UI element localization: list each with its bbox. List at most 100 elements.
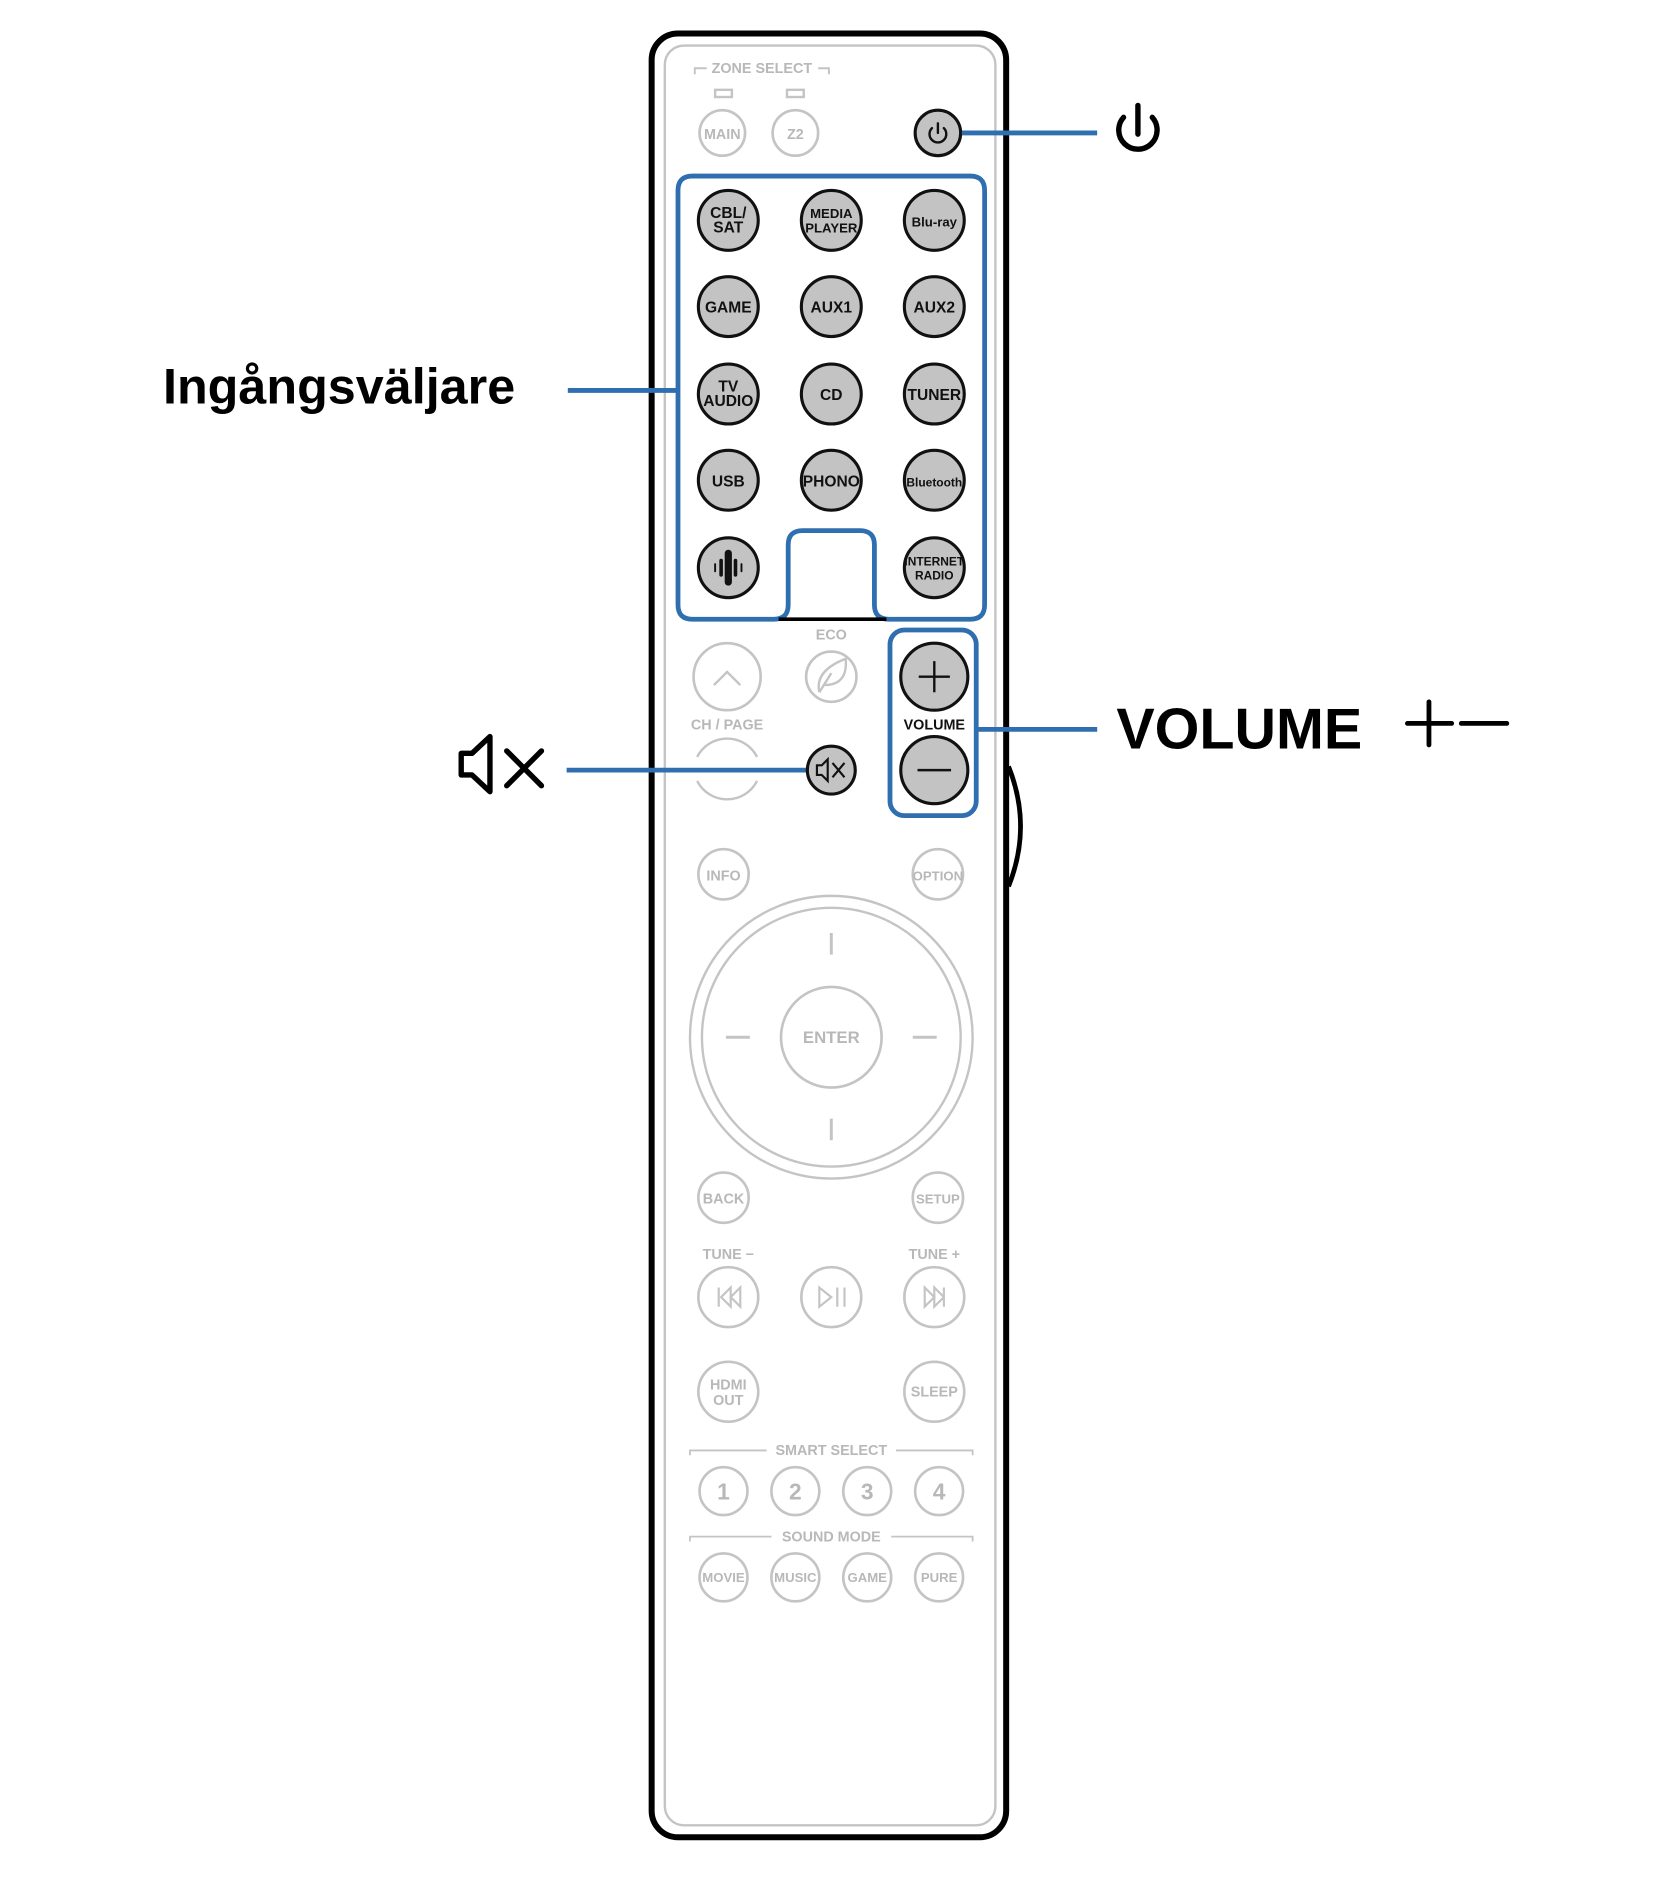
side-button	[1006, 765, 1023, 888]
volume-down-button[interactable]	[899, 735, 970, 806]
volume-highlight	[887, 627, 979, 819]
heos-label: HEOS	[727, 567, 731, 569]
input-button-label: GAME	[705, 300, 752, 317]
tune-plus-label: TUNE +	[909, 1247, 960, 1263]
d-pad[interactable]	[688, 894, 974, 1180]
sleep-button[interactable]: SLEEP	[903, 1360, 966, 1423]
next-icon	[923, 1284, 946, 1310]
mute-button[interactable]	[805, 744, 857, 796]
svg-text:GAME: GAME	[847, 1570, 887, 1585]
input-button-label: AUDIO	[703, 393, 753, 410]
svg-text:MUSIC: MUSIC	[774, 1570, 817, 1585]
plus-icon	[918, 661, 950, 693]
smart-select-button-4[interactable]: 4	[913, 1465, 965, 1517]
input-button-aux2[interactable]: AUX2	[902, 275, 966, 339]
heos-icon	[714, 549, 743, 586]
sound-mode-buttons: MOVIE MUSIC GAME PURE	[698, 1552, 965, 1603]
smart-select-button-1[interactable]: 1	[698, 1465, 749, 1517]
chevron-up-icon	[713, 670, 742, 686]
input-button-cd[interactable]: CD	[799, 362, 863, 426]
ch-page-label: CH / PAGE	[691, 717, 764, 733]
zone-select: ZONE SELECT	[693, 61, 830, 99]
input-button-label: TV	[718, 379, 739, 396]
play-pause-icon	[818, 1285, 846, 1309]
svg-text:HDMI: HDMI	[710, 1377, 747, 1393]
input-button-label: USB	[712, 473, 745, 490]
setup-button[interactable]: SETUP	[911, 1171, 965, 1225]
svg-text:OUT: OUT	[713, 1393, 744, 1409]
z2-indicator	[785, 88, 805, 99]
svg-text:OPTION: OPTION	[913, 868, 963, 883]
volume-callout-symbols	[1405, 699, 1510, 748]
volume-up-button[interactable]	[899, 641, 970, 712]
input-button-label: TUNER	[908, 387, 962, 404]
svg-text:BACK: BACK	[703, 1192, 745, 1208]
enter-button[interactable]: ENTER	[779, 985, 883, 1089]
input-button-aux1[interactable]: AUX1	[799, 275, 863, 339]
sound-mode-button-pure[interactable]: PURE	[913, 1552, 965, 1603]
smart-select-button-3[interactable]: 3	[841, 1465, 893, 1517]
svg-text:4: 4	[933, 1479, 946, 1505]
zone-select-label: ZONE SELECT	[712, 61, 813, 77]
z2-button[interactable]: Z2	[771, 108, 820, 158]
info-button[interactable]: INFO	[697, 847, 750, 901]
volume-label: VOLUME	[904, 717, 966, 733]
next-button[interactable]	[903, 1265, 966, 1329]
input-button-label: PLAYER	[805, 220, 858, 235]
svg-text:ENTER: ENTER	[803, 1028, 860, 1047]
svg-text:2: 2	[789, 1479, 802, 1505]
input-button-label: RADIO	[915, 569, 954, 583]
sound-mode-label: SOUND MODE	[782, 1529, 881, 1545]
input-button-game[interactable]: GAME	[696, 275, 760, 339]
svg-text:Z2: Z2	[787, 127, 804, 143]
input-selector-highlight	[675, 173, 988, 622]
svg-text:SETUP: SETUP	[916, 1192, 960, 1207]
option-button[interactable]: OPTION	[911, 847, 965, 901]
input-button-tuner[interactable]: TUNER	[902, 362, 966, 426]
input-button-phono[interactable]: PHONO	[799, 448, 863, 512]
svg-text:INFO: INFO	[706, 868, 740, 884]
input-button-label: CD	[820, 387, 842, 404]
eco-button[interactable]	[804, 650, 858, 704]
sound-mode-button-movie[interactable]: MOVIE	[698, 1552, 749, 1603]
main-button[interactable]: MAIN	[698, 108, 747, 158]
svg-text:MOVIE: MOVIE	[702, 1570, 745, 1585]
power-button[interactable]	[913, 108, 963, 158]
smart-select-button-2[interactable]: 2	[770, 1465, 821, 1517]
input-button-blu-ray[interactable]: Blu-ray	[902, 188, 966, 252]
smart-select-label: SMART SELECT	[775, 1443, 887, 1459]
mute-callout-icon	[458, 733, 545, 795]
tune-minus-label: TUNE −	[703, 1247, 754, 1263]
sound-mode-bracket	[689, 1535, 974, 1542]
smart-select-buttons: 1 2 3 4	[698, 1465, 965, 1517]
input-button-label: AUX1	[811, 300, 853, 317]
previous-button[interactable]	[697, 1265, 760, 1329]
input-button-label: INTERNET	[904, 554, 965, 568]
mute-icon	[815, 756, 846, 784]
back-button[interactable]: BACK	[697, 1171, 750, 1225]
sound-mode-button-music[interactable]: MUSIC	[770, 1552, 821, 1603]
play-pause-button[interactable]	[800, 1265, 863, 1329]
input-button-cbl-sat[interactable]: CBL/SAT	[696, 188, 760, 252]
svg-text:1: 1	[717, 1479, 730, 1505]
smart-select-bracket	[689, 1449, 974, 1456]
input-selector-callout-label: Ingångsväljare	[163, 358, 515, 415]
power-icon	[928, 122, 948, 144]
input-button-label: AUX2	[914, 300, 956, 317]
eco-label: ECO	[816, 628, 847, 644]
main-indicator	[713, 88, 734, 99]
input-button-heos[interactable]: HEOS	[696, 536, 760, 600]
ch-page-down-button[interactable]	[696, 737, 759, 801]
ch-page-up-button[interactable]	[692, 641, 762, 712]
input-button-bluetooth[interactable]: Bluetooth	[902, 448, 966, 512]
input-button-label: MEDIA	[810, 206, 853, 221]
input-button-usb[interactable]: USB	[696, 448, 760, 512]
input-button-label: SAT	[713, 219, 743, 236]
sound-mode-button-game[interactable]: GAME	[841, 1552, 893, 1603]
hdmi-out-button[interactable]: HDMI OUT	[697, 1360, 760, 1423]
svg-text:MAIN: MAIN	[704, 127, 741, 143]
